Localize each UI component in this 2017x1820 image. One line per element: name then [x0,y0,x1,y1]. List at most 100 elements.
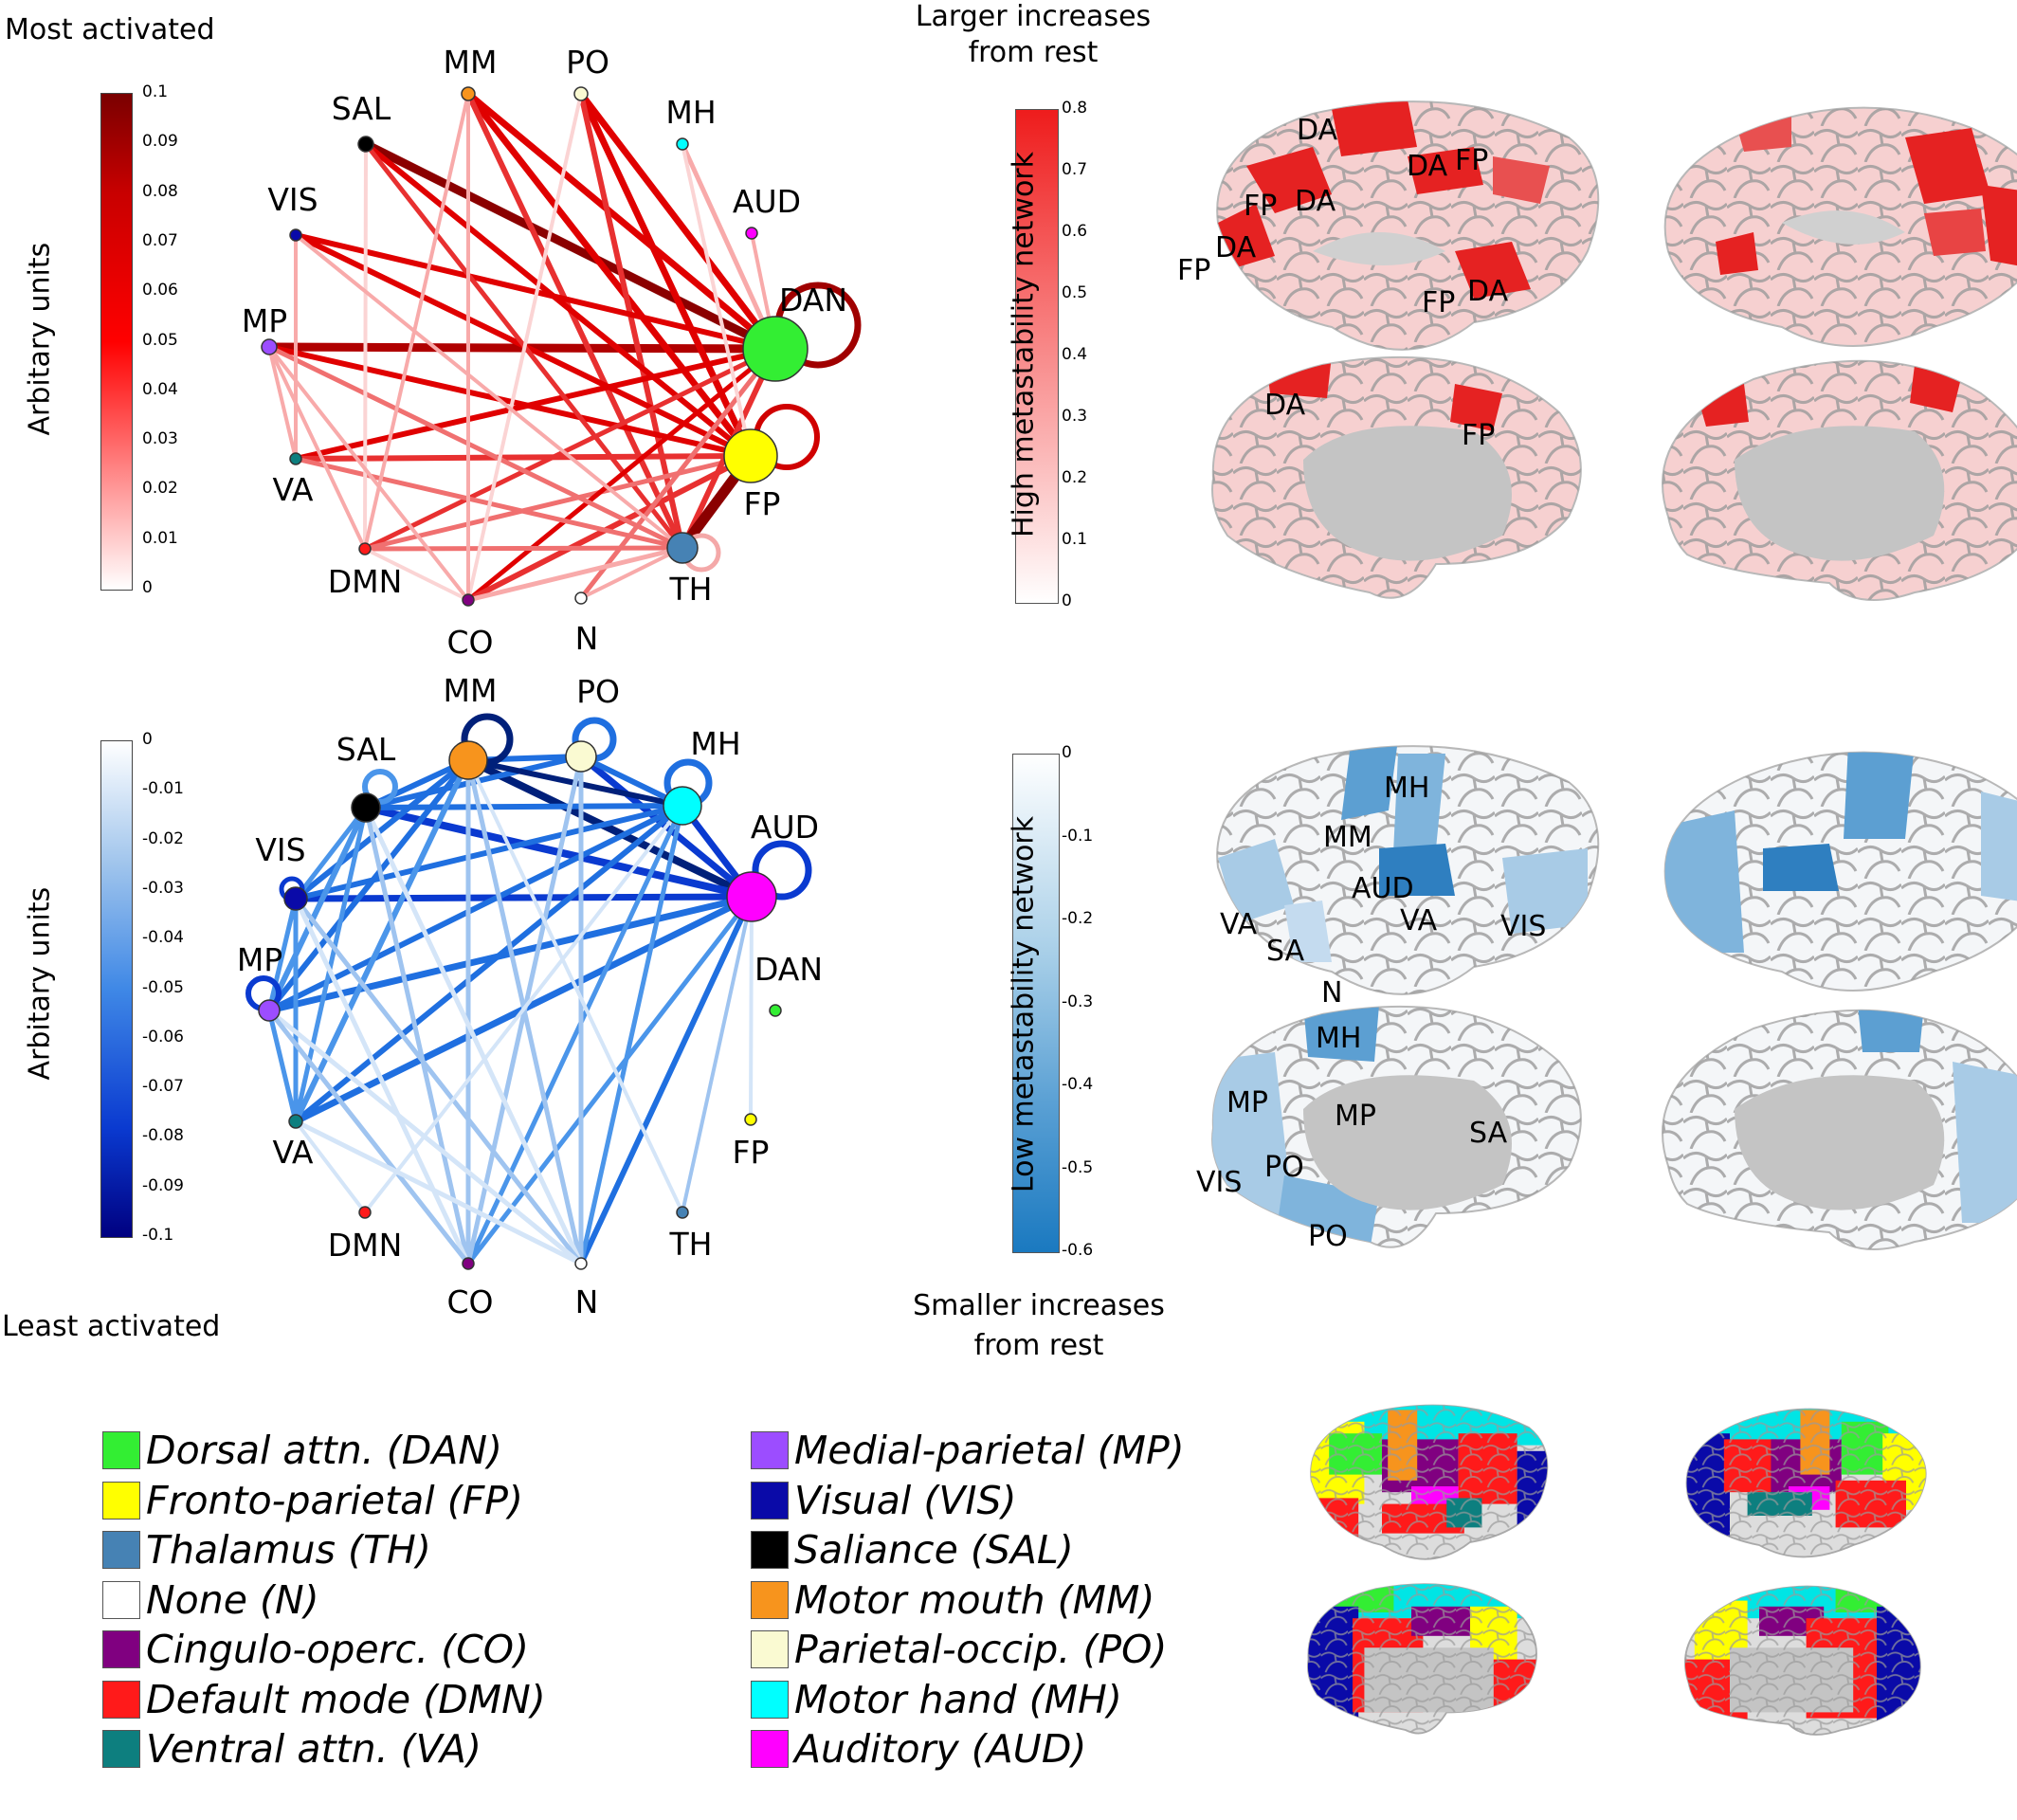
brain-region-label: DA [1295,185,1336,218]
legend-item: Parietal-occip. (PO) [751,1627,1167,1672]
network-edge [680,141,778,352]
brain-region-label: N [1321,976,1343,1010]
brain-bottom-lateral-left [1216,745,1600,995]
colorbar-tick-label: 0.4 [1062,345,1088,364]
legend-label: Auditory (AUD) [794,1726,1087,1772]
legend-item: Saliance (SAL) [751,1527,1074,1573]
colorbar-tick-label: 0.06 [142,281,178,300]
node-label-mh: MH [690,725,740,762]
node-label-dan: DAN [779,282,847,318]
node-vis [283,886,308,911]
colorbar-tick-label: 0.8 [1062,99,1088,118]
network-edge [267,345,298,461]
network-edge [266,757,471,1013]
network-edge [466,758,684,1214]
brain-region-label: DA [1297,114,1338,147]
bottom-footer-center-line2: from rest [973,1329,1104,1362]
network-edge [465,894,754,1266]
brain-region-label: MP [1335,1100,1376,1133]
colorbar-tick-label: -0.01 [142,779,184,799]
network-edge [362,545,685,552]
top-brain-colorbar [1015,109,1059,604]
node-co [462,1257,475,1270]
brain-top-medial-right [1662,359,2017,601]
network-legend: Dorsal attn. (DAN)Fronto-parietal (FP)Th… [102,1428,1185,1772]
legend-label: Visual (VIS) [794,1477,1017,1523]
node-n [574,592,588,605]
network-edge [292,893,755,902]
node-label-dmn: DMN [328,1227,403,1264]
node-mp [258,999,281,1022]
colorbar-tick-label: 0 [1062,743,1072,762]
node-label-va: VA [272,1134,313,1171]
network-edge [466,92,583,602]
legend-swatch [102,1531,140,1569]
colorbar-tick-label: -0.5 [1062,1157,1094,1177]
legend-swatch [102,1481,140,1520]
node-label-mp: MP [242,302,287,339]
colorbar-tick-label: -0.6 [1062,1241,1094,1260]
colorbar-tick-label: 0.1 [1062,530,1088,549]
brain-region-label: FP [1455,144,1489,177]
network-edge [465,453,754,603]
brain-region-label: PO [1308,1220,1348,1253]
network-edge [464,90,754,460]
brain-region-label: VIS [1196,1166,1243,1199]
self-loop [362,769,398,805]
legend-item: Fronto-parietal (FP) [102,1478,523,1523]
network-edge [465,803,685,1266]
colorbar-tick-label: 0 [142,730,153,749]
network-edge [749,895,754,1121]
brain-region-label: MH [1316,1022,1362,1055]
colorbar-tick-label: 0.02 [142,479,178,499]
node-label-th: TH [669,571,713,608]
network-edge [363,804,684,1214]
network-edge [681,142,753,458]
bottom-brain-colorbar-ticks: 0-0.1-0.2-0.3-0.4-0.5-0.6 [1062,743,1109,1260]
node-label-th: TH [669,1226,713,1263]
node-co [462,593,475,607]
legend-swatch [751,1481,789,1520]
node-label-n: N [575,620,599,657]
node-label-sal: SAL [332,90,391,127]
brain-region-label: MP [1227,1086,1268,1119]
top-header-center-line2: from rest [968,36,1099,69]
colorbar-tick-label: 0 [1062,592,1072,610]
colorbar-tick-label: -0.2 [1062,909,1094,928]
brain-region-label: SA [1469,1117,1508,1150]
brain-region-label: FP [1462,419,1496,452]
network-edge [578,346,778,601]
brain-parcellation-lateral-right [1685,1408,1927,1558]
node-aud [726,871,777,922]
legend-label: Dorsal attn. (DAN) [146,1428,503,1473]
node-label-dmn: DMN [328,563,403,600]
colorbar-tick-label: 0.01 [142,528,178,548]
brain-bottom-lateral-right [1663,751,2017,992]
network-edge [293,896,471,1266]
node-label-n: N [575,1283,599,1320]
legend-item: Dorsal attn. (DAN) [102,1428,502,1473]
node-va [289,452,302,465]
node-label-fp: FP [733,1134,770,1171]
colorbar-tick-label: -0.07 [142,1077,184,1097]
node-label-va: VA [272,471,313,508]
network-edge [464,90,779,353]
colorbar-tick-label: 0.5 [1062,283,1088,302]
network-edge [363,547,470,602]
colorbar-tick-label: 0.08 [142,181,178,201]
node-fp [723,428,778,483]
node-label-dan: DAN [754,951,823,988]
bottom-footer-center-line1: Smaller increases [913,1289,1165,1322]
network-edge [266,1008,299,1124]
node-label-co: CO [446,1283,493,1320]
brain-region-label: DA [1467,275,1509,308]
network-edge [294,233,684,550]
network-edge [465,91,685,551]
node-th [676,1206,689,1219]
colorbar-tick-label: 0.09 [142,132,178,152]
